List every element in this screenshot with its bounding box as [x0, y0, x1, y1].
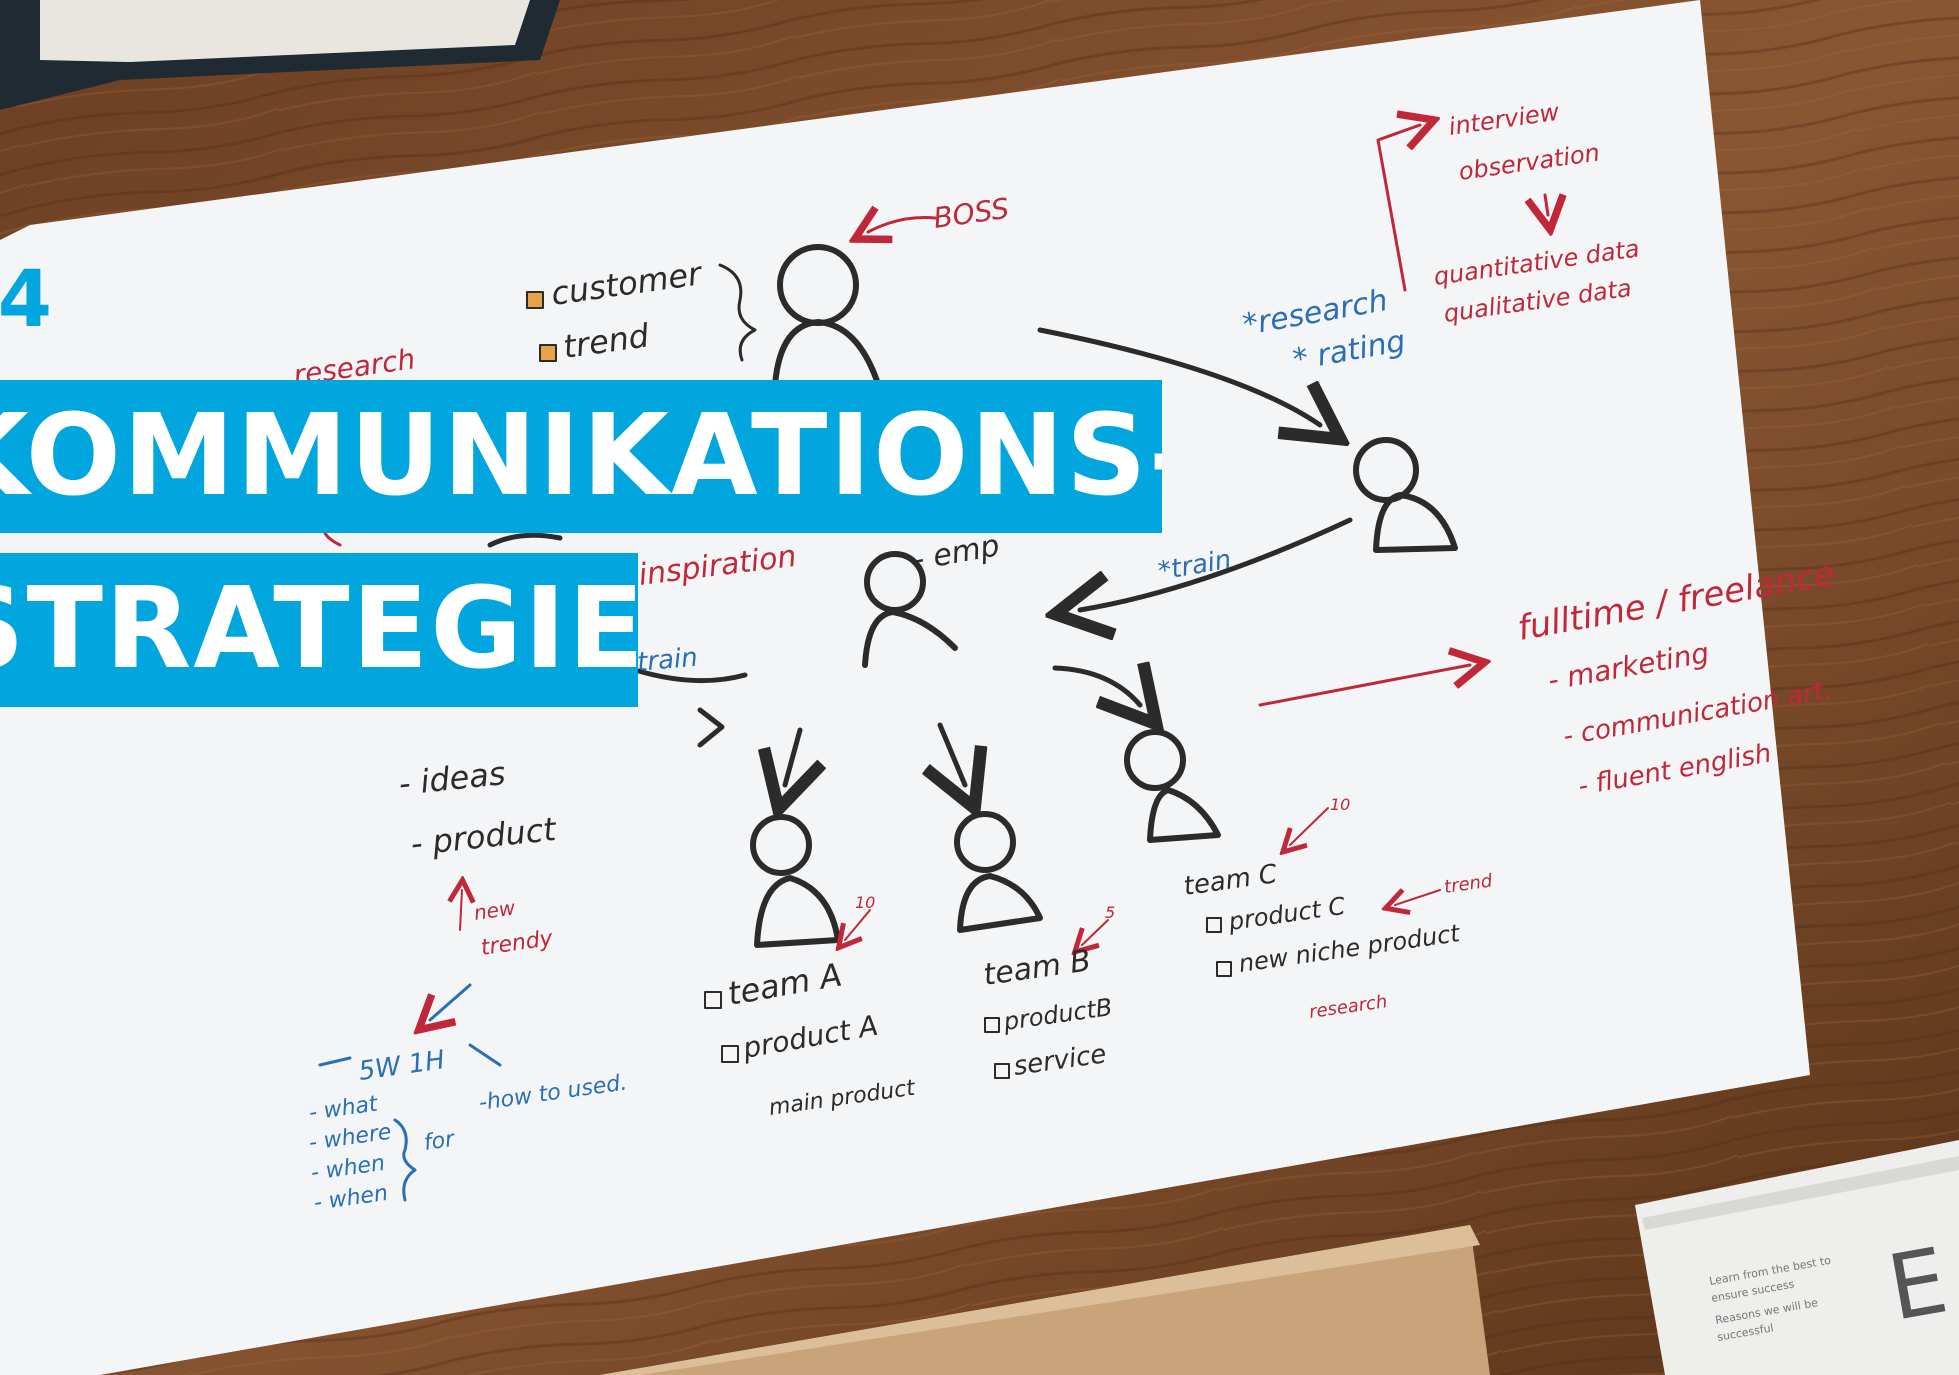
team-score: 10 — [855, 893, 875, 912]
team-score: 10 — [1330, 795, 1350, 814]
team-score: 5 — [1105, 903, 1115, 922]
new-trendy: new — [472, 895, 517, 925]
title-band: STRATEGIE — [0, 553, 638, 707]
newspaper: Learn from the best to ensure success Re… — [1635, 1140, 1959, 1375]
page-title-line2: STRATEGIE — [0, 564, 638, 694]
section-number: 04 — [0, 255, 52, 345]
page-title-line1: KOMMUNIKATIONS- — [0, 391, 1162, 521]
person-icon — [862, 551, 958, 668]
title-band: KOMMUNIKATIONS- — [0, 380, 1162, 533]
method-for: for — [422, 1127, 457, 1156]
boss-person-icon — [772, 244, 883, 393]
person-icon — [1353, 437, 1458, 553]
